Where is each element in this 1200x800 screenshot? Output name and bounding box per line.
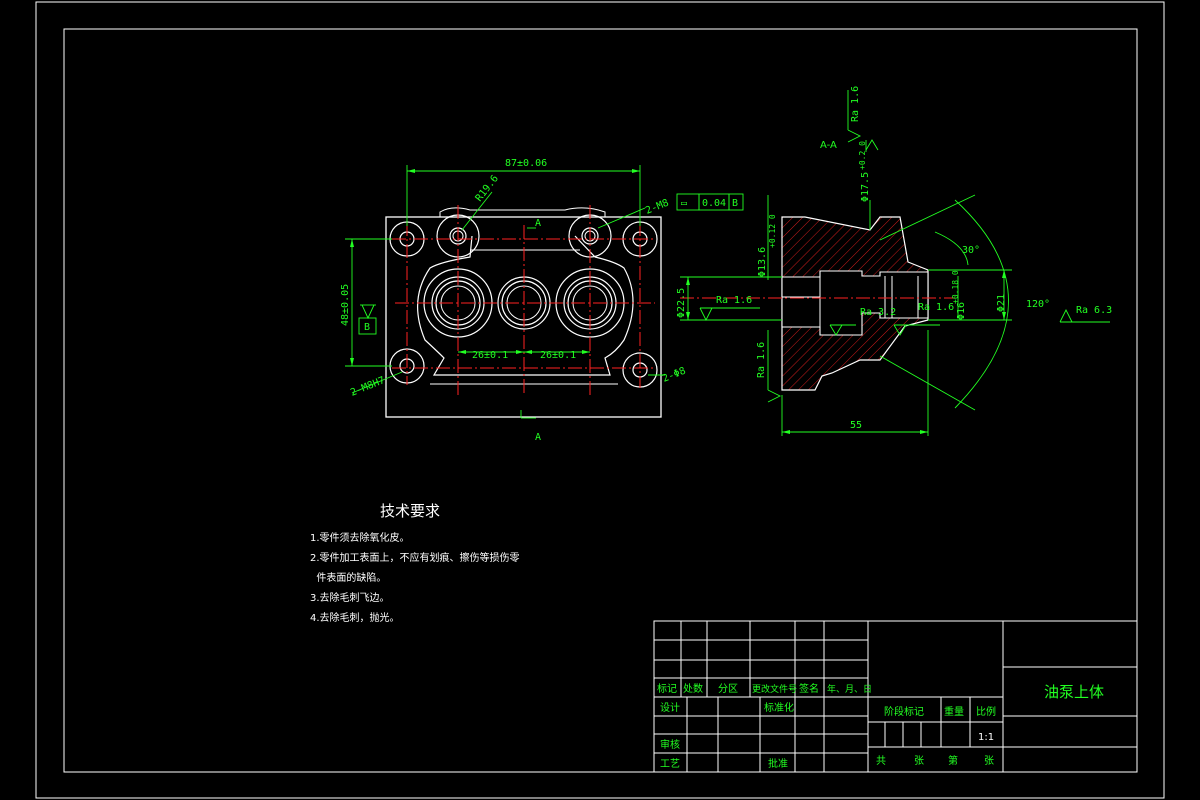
dim-holes-left: 2-M8H7	[349, 375, 387, 399]
sheet-unit: 张	[914, 755, 924, 767]
section-view: A-A ▭ 0.04 B 55 Φ22.5 Φ13.6 +0.12 0 Φ17.…	[676, 86, 1112, 436]
inner-border	[63, 28, 1138, 773]
ra-bore-right: Ra 1.6	[918, 302, 954, 313]
technical-requirements: 技术要求 1.零件须去除氧化皮。 2.零件加工表面上，不应有划痕、擦伤等损伤零 …	[310, 502, 520, 624]
plan-dimensions	[345, 165, 665, 419]
plan-arrows	[350, 169, 640, 366]
ra-outer: Ra 6.3	[1076, 305, 1112, 316]
dim-d16: Φ16	[956, 302, 967, 320]
section-label-a-bottom: A	[535, 432, 541, 443]
row-design: 设计	[660, 701, 680, 714]
dim-pitch-left: 26±0.1	[472, 350, 508, 361]
ra-bore: Ra 3.2	[860, 307, 896, 318]
col-date: 年、月、日	[827, 683, 872, 695]
col-mark: 标记	[657, 683, 677, 695]
dim-pitch-right: 26±0.1	[540, 350, 576, 361]
scale-label: 比例	[976, 705, 996, 718]
ra-left: Ra 1.6	[716, 295, 752, 306]
dim-d16-tol: +0.18 0	[951, 270, 960, 304]
section-label-a-top: A	[535, 218, 541, 229]
title-block-text: 标记 处数 分区 更改文件号 签名 年、月、日 设计 标准化 审核 工艺 批准 …	[657, 682, 1104, 770]
scale-value: 1:1	[978, 732, 994, 743]
datum-b: B	[364, 322, 370, 333]
part-name: 油泵上体	[1044, 683, 1104, 701]
requirement-3: 3.去除毛刺飞边。	[310, 591, 390, 604]
requirement-1: 1.零件须去除氧化皮。	[310, 531, 410, 544]
tol-frame-datum: B	[732, 198, 738, 209]
page-unit: 张	[984, 755, 994, 767]
title-block	[653, 620, 1138, 773]
row-approve: 批准	[768, 757, 788, 770]
dim-d17-tol: +0.2 0	[858, 141, 867, 170]
dim-d17: Φ17.5	[860, 172, 871, 202]
ra-top: Ra 1.6	[850, 86, 861, 122]
dim-width: 87±0.06	[505, 158, 547, 169]
col-count: 处数	[683, 682, 703, 695]
row-review: 审核	[660, 738, 680, 751]
tol-frame-value: 0.04	[702, 198, 726, 209]
angle-30: 30°	[962, 245, 980, 256]
dim-d13-tol: +0.12 0	[768, 214, 777, 248]
row-standardize: 标准化	[764, 701, 794, 714]
plan-view: 87±0.06 48±0.05 26±0.1 26±0.1 R19.6 2-M8…	[340, 158, 687, 443]
tol-frame-symbol: ▭	[681, 198, 687, 209]
outer-border	[35, 1, 1165, 799]
dim-d22: Φ22.5	[676, 288, 687, 318]
weight-label: 重量	[944, 705, 964, 718]
requirement-2-cont: 件表面的缺陷。	[310, 571, 386, 584]
sheet-page: 第	[948, 754, 958, 767]
angle-120: 120°	[1026, 299, 1050, 310]
dim-d13: Φ13.6	[757, 247, 768, 277]
dim-holes-right: 2-Φ8	[661, 366, 687, 385]
plan-centerlines	[392, 205, 656, 395]
dim-length: 55	[850, 420, 862, 431]
section-title: A-A	[820, 140, 837, 151]
section-dimensions	[676, 90, 1110, 436]
requirement-4: 4.去除毛刺，抛光。	[310, 611, 400, 624]
dim-radius: R19.6	[474, 173, 501, 203]
section-arrows	[686, 270, 1006, 434]
row-process: 工艺	[660, 758, 680, 770]
dim-d21: Φ21	[996, 294, 1007, 312]
col-sign: 签名	[799, 682, 819, 695]
requirement-2: 2.零件加工表面上，不应有划痕、擦伤等损伤零	[310, 551, 520, 564]
col-zone: 分区	[718, 683, 738, 695]
dim-height: 48±0.05	[340, 284, 351, 326]
stage-mark: 阶段标记	[884, 705, 924, 718]
sheet-total: 共	[876, 755, 886, 767]
plan-outline	[385, 216, 662, 418]
dim-holes-top: 2-M8	[644, 198, 670, 217]
col-doc: 更改文件号	[752, 683, 797, 695]
requirements-title: 技术要求	[380, 502, 440, 520]
ra-bottom: Ra 1.6	[756, 342, 767, 378]
